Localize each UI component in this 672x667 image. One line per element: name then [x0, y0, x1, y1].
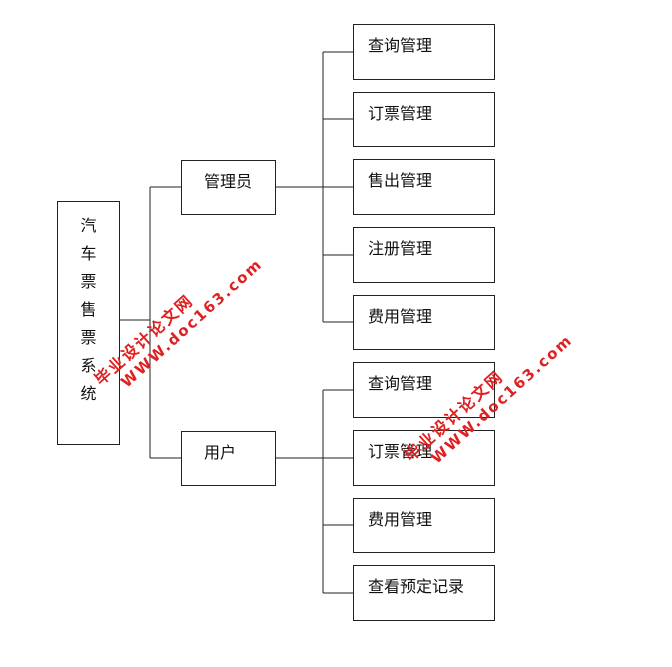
- admin-function-label: 订票管理: [368, 104, 433, 123]
- user-function-node: 订票管理: [353, 430, 495, 486]
- admin-function-label: 售出管理: [368, 171, 433, 190]
- root-label: 汽车票售票系统: [80, 216, 97, 403]
- user-function-label: 查看预定记录: [368, 577, 465, 596]
- admin-function-label: 费用管理: [368, 307, 433, 326]
- user-function-label: 费用管理: [368, 510, 433, 529]
- user-function-label: 订票管理: [368, 442, 433, 461]
- user-function-node: 查看预定记录: [353, 565, 495, 621]
- admin-function-label: 查询管理: [368, 36, 433, 55]
- admin-function-node: 订票管理: [353, 92, 495, 147]
- user-function-node: 费用管理: [353, 498, 495, 553]
- root-node: 汽车票售票系统: [57, 201, 120, 445]
- role-label-admin: 管理员: [204, 172, 253, 191]
- admin-function-label: 注册管理: [368, 239, 433, 258]
- role-node-admin: 管理员: [181, 160, 276, 215]
- admin-function-node: 费用管理: [353, 295, 495, 350]
- admin-function-node: 查询管理: [353, 24, 495, 80]
- role-label-user: 用户: [204, 443, 237, 462]
- user-function-label: 查询管理: [368, 374, 433, 393]
- user-function-node: 查询管理: [353, 362, 495, 418]
- admin-function-node: 注册管理: [353, 227, 495, 283]
- role-node-user: 用户: [181, 431, 276, 486]
- admin-function-node: 售出管理: [353, 159, 495, 215]
